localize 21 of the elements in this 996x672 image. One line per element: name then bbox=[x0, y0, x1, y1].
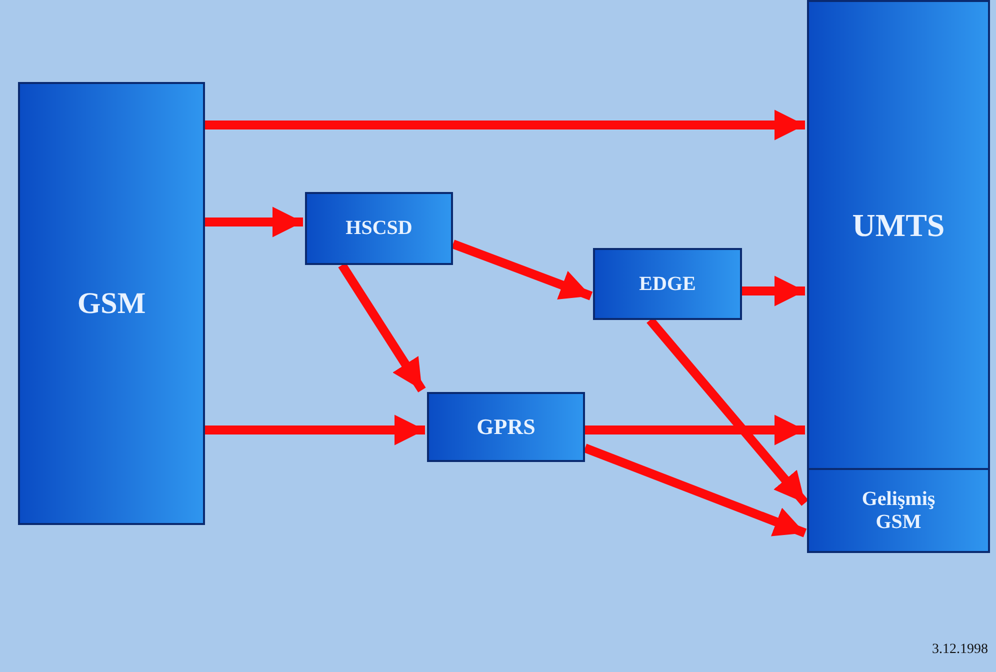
arrow bbox=[742, 276, 805, 306]
node-label: Gelişmiş GSM bbox=[860, 488, 936, 534]
arrow bbox=[205, 206, 303, 238]
arrow bbox=[583, 444, 807, 538]
arrow bbox=[205, 110, 805, 140]
process-box bbox=[593, 248, 742, 320]
process-box bbox=[807, 468, 990, 553]
node-label: EDGE bbox=[639, 272, 696, 296]
process-box bbox=[807, 0, 990, 470]
process-box bbox=[427, 392, 585, 462]
node-label: UMTS bbox=[852, 207, 945, 244]
process-box bbox=[18, 82, 205, 525]
node-label: HSCSD bbox=[346, 217, 412, 240]
arrow bbox=[585, 414, 805, 446]
arrow bbox=[451, 240, 593, 300]
date-note: 3.12.1998 bbox=[932, 642, 988, 658]
node-label: GSM bbox=[77, 286, 146, 320]
process-box bbox=[305, 192, 453, 265]
arrow bbox=[338, 262, 426, 392]
arrow bbox=[205, 414, 425, 446]
node-label: GPRS bbox=[476, 414, 536, 440]
